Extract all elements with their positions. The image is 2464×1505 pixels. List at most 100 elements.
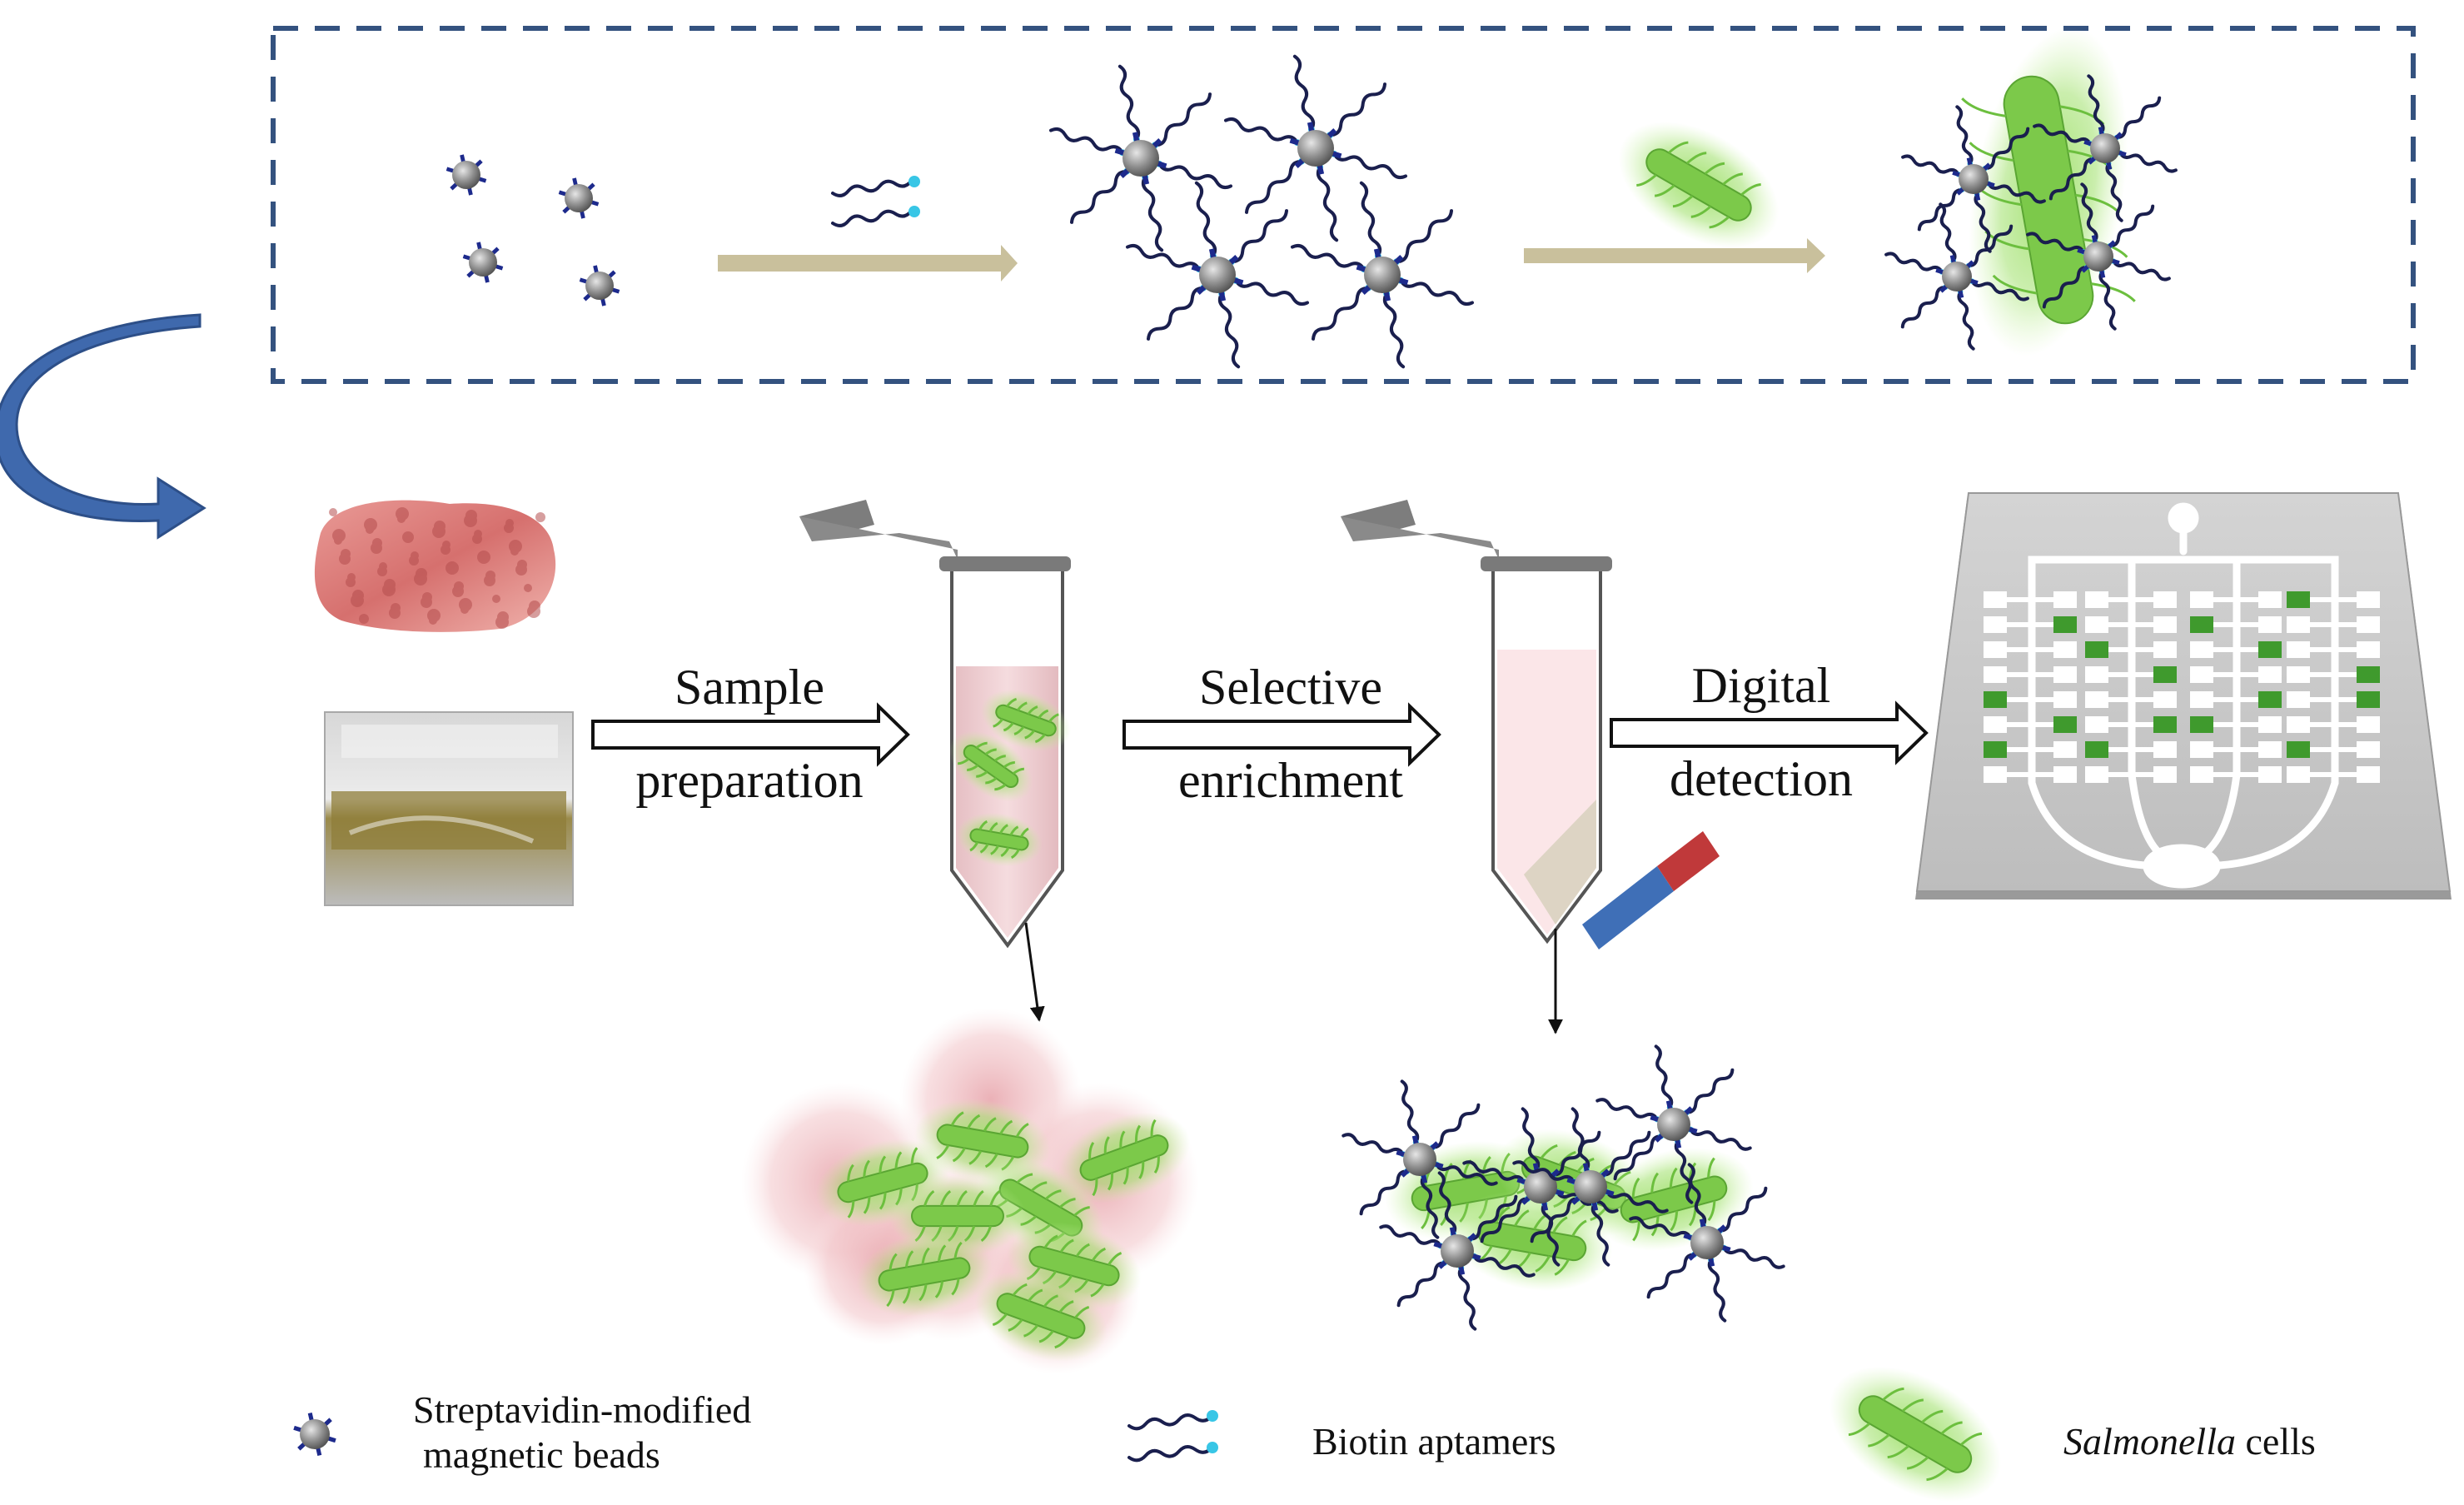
chip-well: [2190, 616, 2213, 633]
chip-well: [2153, 766, 2177, 783]
chip-well: [2258, 616, 2282, 633]
bead-mark: [1901, 105, 2046, 253]
salmonella-mark: [980, 689, 1072, 752]
enriched-bead-complex: [1342, 1044, 1785, 1331]
chip-well: [1984, 691, 2007, 708]
chip-well: [2053, 766, 2077, 783]
bead-mark: [1291, 181, 1474, 369]
bead-mark: [1462, 1107, 1619, 1267]
down-arrow-1: [1024, 922, 1045, 1022]
legend-salmonella-icon: [1829, 1366, 2002, 1503]
chip-well: [2357, 641, 2380, 658]
hollow-arrow-sample: [591, 702, 910, 767]
chip-well: [2287, 716, 2310, 733]
chip-well: [2085, 616, 2108, 633]
chip-well: [2357, 591, 2380, 608]
bead-mark: [1595, 1044, 1752, 1204]
process-arrow-2: [1524, 238, 1825, 273]
step-selective-line1: Selective: [1199, 660, 1382, 715]
chip-well: [2357, 691, 2380, 708]
chip-well: [2258, 741, 2282, 758]
chip-well: [2053, 616, 2077, 633]
legend-beads-label: Streptavidin-modified magnetic beads: [413, 1391, 751, 1474]
chip-well: [1984, 716, 2007, 733]
chip-well: [2357, 616, 2380, 633]
legend-aptamers-label: Biotin aptamers: [1312, 1423, 1556, 1461]
chip-well: [2153, 741, 2177, 758]
step-label-digital: Digital: [1611, 660, 1911, 710]
captured-salmonella-complex: [1884, 27, 2178, 356]
chip-well: [2153, 691, 2177, 708]
chip-well: [2190, 716, 2213, 733]
chip-well: [2153, 641, 2177, 658]
hollow-arrow-digital: [1610, 700, 1929, 765]
bead-mark: [2026, 182, 2171, 331]
chip-well: [2190, 641, 2213, 658]
chip-well: [2190, 741, 2213, 758]
step-label-selective-2: enrichment: [1132, 755, 1449, 805]
bead-mark: [1512, 1107, 1669, 1267]
legend-salmonella-rest: cells: [2235, 1420, 2316, 1463]
chip-well: [2085, 741, 2108, 758]
chip-well: [2053, 666, 2077, 683]
microfluidic-chip: [1915, 492, 2452, 900]
chip-well: [2085, 766, 2108, 783]
aptamer-icon-top: [831, 176, 920, 227]
free-beads-group: [446, 154, 620, 306]
chip-well: [2287, 641, 2310, 658]
bead-mark: [1379, 1171, 1536, 1331]
salmonella-mark: [1594, 1148, 1754, 1251]
chip-well: [2287, 591, 2310, 608]
chip-well: [2190, 591, 2213, 608]
chip-well: [2258, 766, 2282, 783]
chip-well: [2357, 766, 2380, 783]
legend-bead-icon: [293, 1412, 336, 1457]
chip-well: [2085, 666, 2108, 683]
bead-mark: [1126, 181, 1309, 369]
ground-meat-image: [314, 500, 556, 632]
step-sample-line1: Sample: [674, 660, 824, 715]
process-arrow-1: [718, 245, 1018, 282]
chip-well: [2153, 591, 2177, 608]
chip-well: [1984, 666, 2007, 683]
bead-mark: [579, 265, 620, 306]
tube-sample: [799, 500, 1072, 949]
chip-well: [2258, 666, 2282, 683]
bead-mark: [462, 242, 504, 283]
chip-well: [2258, 641, 2282, 658]
salmonella-mark: [1618, 122, 1780, 248]
meat-matrix-with-salmonella: [741, 1008, 1199, 1374]
sample-bag-image: [324, 711, 574, 906]
step-label-digital-2: detection: [1611, 754, 1911, 804]
salmonella-mark: [1058, 1112, 1191, 1204]
step-label-sample-2: preparation: [600, 755, 899, 805]
bead-mark: [1342, 1079, 1498, 1239]
chip-well: [2153, 616, 2177, 633]
step-digital-line1: Digital: [1691, 658, 1831, 713]
curved-blue-arrow: [0, 313, 207, 540]
bead-mark: [293, 1412, 336, 1457]
bead-mark: [1224, 54, 1407, 242]
bead-mark: [1629, 1163, 1785, 1323]
chip-well: [2258, 591, 2282, 608]
step-label-sample: Sample: [600, 662, 899, 712]
chip-well: [2085, 691, 2108, 708]
salmonella-icon-top: [1618, 122, 1780, 248]
chip-well: [2153, 716, 2177, 733]
legend-beads-line1: Streptavidin-modified: [413, 1388, 752, 1431]
chip-well: [2357, 741, 2380, 758]
chip-well: [2153, 666, 2177, 683]
hollow-arrow-selective: [1122, 702, 1441, 767]
chip-well: [2053, 716, 2077, 733]
chip-well: [2258, 691, 2282, 708]
chip-well: [1984, 616, 2007, 633]
tube-enrichment: [1341, 500, 1612, 944]
chip-well: [2287, 616, 2310, 633]
chip-well: [2357, 666, 2380, 683]
salmonella-mark: [949, 730, 1033, 802]
chip-well: [2085, 716, 2108, 733]
chip-well: [2053, 741, 2077, 758]
chip-well: [2190, 691, 2213, 708]
magnet: [1582, 831, 1720, 949]
